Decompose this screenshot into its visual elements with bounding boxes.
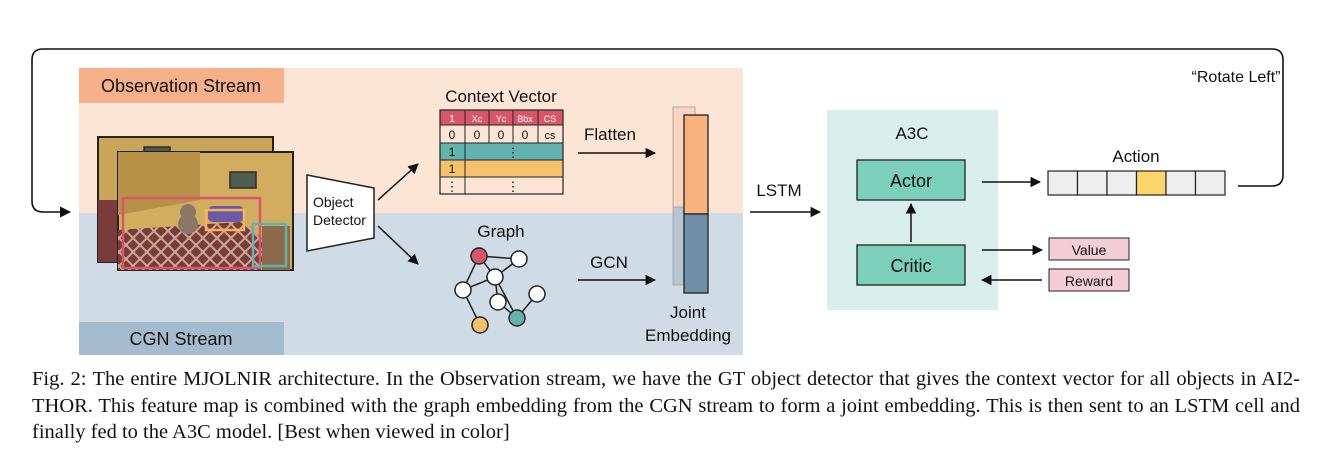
cv-zero-2: 0 xyxy=(474,128,481,142)
action-cell xyxy=(1194,170,1226,196)
observation-stream-title: Observation Stream xyxy=(101,76,261,96)
architecture-diagram: Observation Stream CGN Stream “Rotate Le… xyxy=(31,48,1284,355)
cv-teal-row-dots: ⋮ xyxy=(507,145,520,160)
context-vector-title: Context Vector xyxy=(445,87,557,106)
value-box xyxy=(1048,237,1130,261)
cv-header-cs: CS xyxy=(544,114,557,124)
reward-label: Reward xyxy=(1065,273,1113,289)
cv-orange-row-index: 1 xyxy=(449,162,456,176)
critic-label: Critic xyxy=(891,256,932,276)
action-cell xyxy=(1047,170,1079,196)
cv-zero-1: 0 xyxy=(449,128,456,142)
object-detector-box xyxy=(306,174,375,252)
feedback-loop-line xyxy=(31,48,1284,218)
value-label: Value xyxy=(1072,242,1107,258)
cv-dots-left: ⋮ xyxy=(446,179,459,194)
rotate-left-label: “Rotate Left” xyxy=(1192,69,1281,86)
context-vector-table xyxy=(439,109,564,195)
gcn-label: GCN xyxy=(590,253,628,272)
cv-header-bbx: Bbx xyxy=(517,114,533,124)
caption-text: The entire MJOLNIR architecture. In the … xyxy=(32,368,1301,443)
object-detector-label-2: Detector xyxy=(313,212,366,228)
cv-header-yc: Yc xyxy=(496,114,507,124)
actor-box xyxy=(856,159,966,201)
actor-label: Actor xyxy=(890,171,932,191)
arrow-to-context xyxy=(377,163,419,201)
cv-header-xc: Xc xyxy=(472,114,483,124)
cv-zero-cs: cs xyxy=(545,130,557,142)
cgn-stream-title: CGN Stream xyxy=(129,329,232,349)
cv-teal-row-index: 1 xyxy=(449,145,456,159)
action-cell xyxy=(1076,170,1108,196)
cv-zero-3: 0 xyxy=(498,128,505,142)
reward-box xyxy=(1048,268,1130,292)
action-cell xyxy=(1106,170,1138,196)
action-cell-selected xyxy=(1135,170,1167,196)
joint-embedding-label-1: Joint xyxy=(670,303,706,322)
observation-stream-title-bg xyxy=(79,68,284,103)
action-vector xyxy=(1047,170,1226,196)
action-label: Action xyxy=(1112,147,1159,166)
figure-caption: Fig. 2:The entire MJOLNIR architecture. … xyxy=(32,366,1300,446)
a3c-title: A3C xyxy=(895,124,928,143)
arrow-to-graph xyxy=(377,225,419,265)
flatten-label: Flatten xyxy=(584,125,636,144)
cgn-stream-title-bg xyxy=(79,322,284,355)
observation-image-front xyxy=(117,151,294,271)
cv-zero-4: 0 xyxy=(522,128,529,142)
action-cell xyxy=(1165,170,1197,196)
graph-drawing xyxy=(454,247,546,334)
cv-header-1: 1 xyxy=(449,114,455,125)
cv-dots-right: ⋮ xyxy=(507,179,520,194)
object-detector-label-1: Object xyxy=(313,194,354,210)
caption-label: Fig. 2: xyxy=(32,368,87,390)
critic-box xyxy=(856,244,966,286)
joint-embedding-bar xyxy=(672,106,709,294)
joint-embedding-label-2: Embedding xyxy=(645,326,731,345)
lstm-label: LSTM xyxy=(756,181,801,200)
graph-title: Graph xyxy=(477,222,524,241)
